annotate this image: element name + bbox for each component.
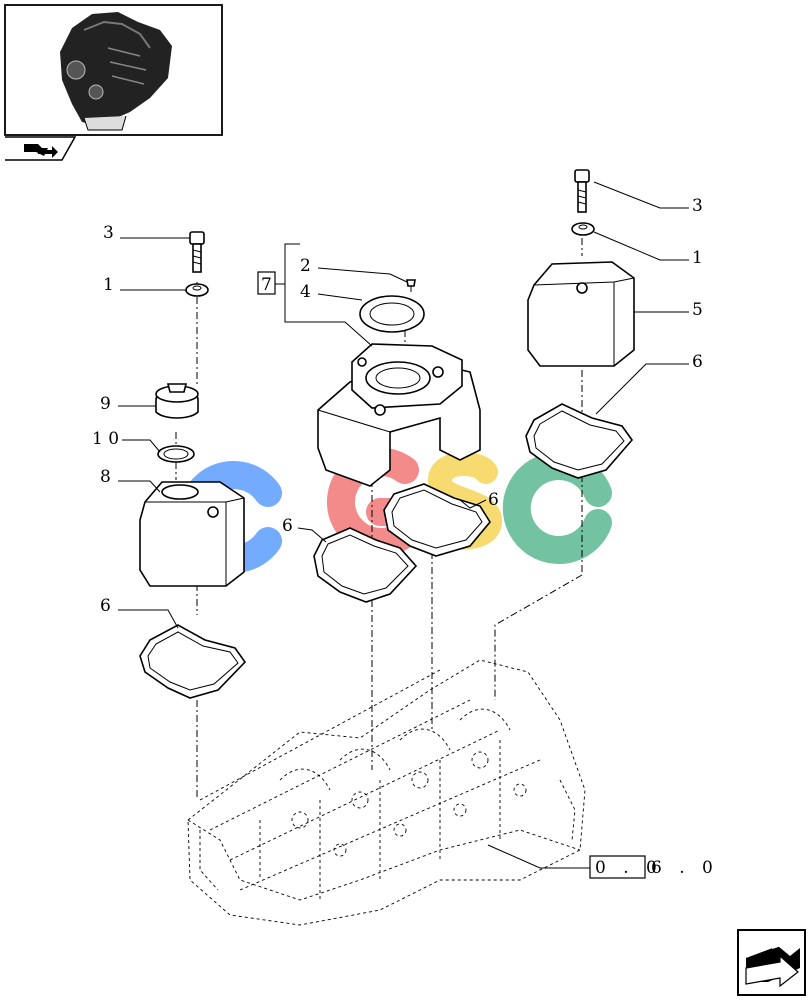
callout-6-far-left: 6	[100, 596, 111, 616]
callout-4: 4	[300, 282, 311, 302]
callout-3-left: 3	[103, 223, 114, 243]
cover-centre[interactable]	[317, 343, 481, 487]
o-ring[interactable]	[157, 445, 195, 463]
bolt-right[interactable]	[574, 169, 590, 213]
breather-ring[interactable]	[359, 295, 425, 333]
gasket-mid-left[interactable]	[313, 527, 418, 603]
callout-6-right: 6	[692, 352, 703, 372]
engine-thumbnail-icon[interactable]	[4, 4, 223, 136]
cover-left[interactable]	[139, 481, 245, 587]
filler-cap[interactable]	[155, 383, 199, 419]
next-page-arrow-icon[interactable]	[737, 929, 806, 996]
watermark-letter-4	[502, 452, 612, 564]
callout-3-right: 3	[692, 196, 703, 216]
screw-small[interactable]	[406, 279, 416, 292]
cylinder-head[interactable]	[187, 659, 586, 926]
cover-right[interactable]	[527, 261, 635, 367]
callout-7-group: 7	[257, 243, 373, 347]
book-arrow-icon[interactable]	[5, 136, 77, 161]
washer-left[interactable]	[185, 283, 209, 297]
gasket-mid-right[interactable]	[383, 483, 491, 557]
reference-callout[interactable]: 0 . 0 6 . 0	[487, 844, 719, 879]
gasket-right[interactable]	[525, 403, 634, 479]
callout-6-mid-left: 6	[282, 516, 293, 536]
callout-7: 7	[261, 275, 272, 295]
reference-suffix: 6 . 0	[651, 858, 719, 878]
reference-boxed: 0 . 0	[595, 858, 663, 878]
callout-1-left: 1	[103, 275, 114, 295]
callout-6-mid-right: 6	[488, 490, 499, 510]
callout-10: 1 0	[92, 429, 119, 449]
callout-5: 5	[692, 300, 703, 320]
washer-right[interactable]	[571, 222, 595, 236]
callout-8: 8	[100, 467, 111, 487]
callout-9: 9	[100, 394, 111, 414]
gasket-far-left[interactable]	[139, 624, 247, 699]
bolt-left[interactable]	[189, 231, 205, 273]
callout-1-right: 1	[692, 248, 703, 268]
callout-2: 2	[300, 256, 311, 276]
